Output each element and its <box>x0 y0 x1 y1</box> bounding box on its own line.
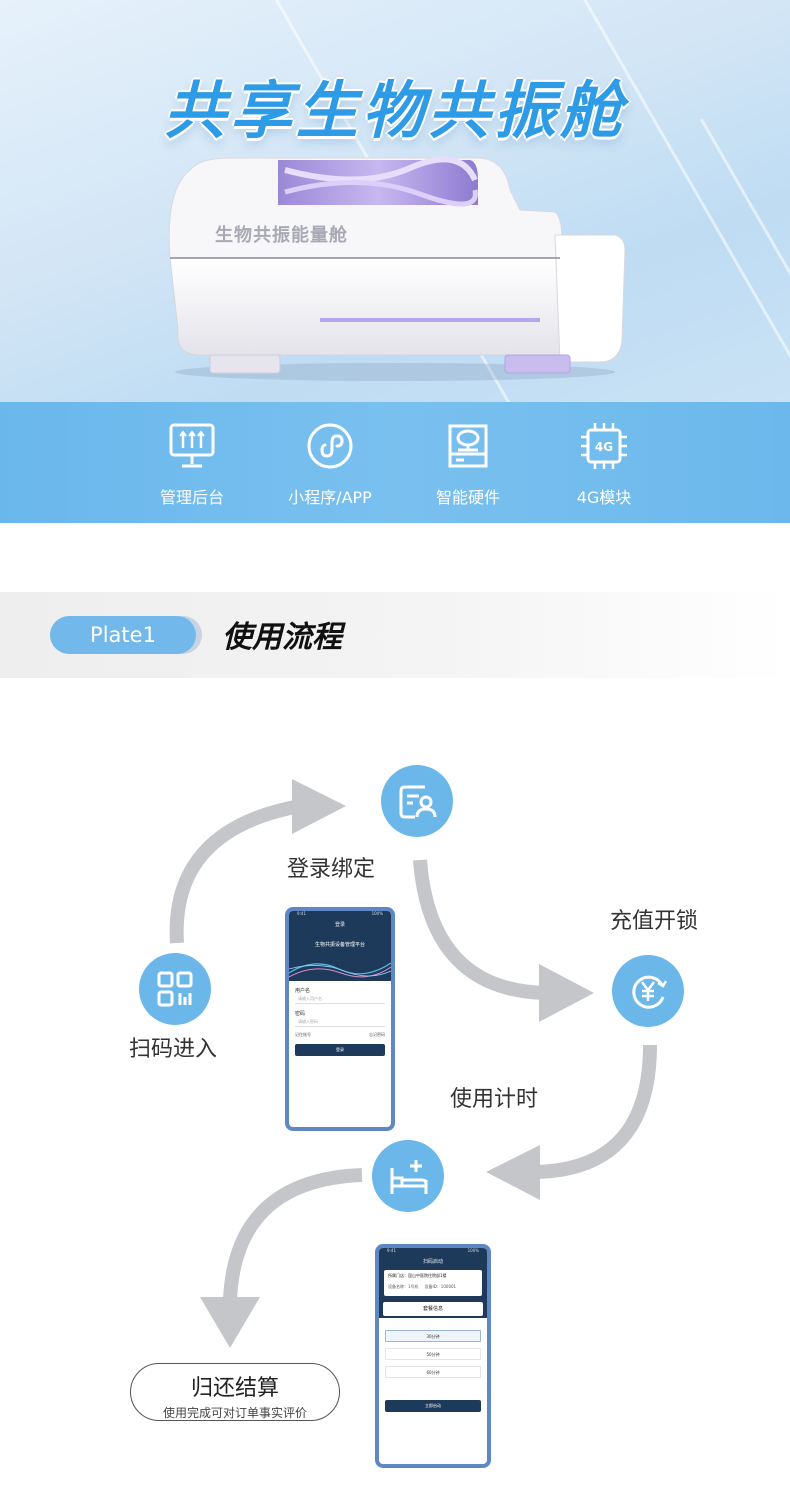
yen-coin-icon <box>632 975 668 1009</box>
device-name: 设备名称：1号机 <box>388 1284 419 1289</box>
package-option-60[interactable]: 60分钟 <box>385 1366 481 1378</box>
login-banner-title: 生物共振设备管理平台 <box>314 942 365 948</box>
step-scan-label: 扫码进入 <box>129 1037 218 1062</box>
arrow-recharge-to-timing <box>534 1044 657 1179</box>
feature-4g-module: 4G 4G模块 <box>534 420 674 508</box>
start-button[interactable]: 立即启动 <box>385 1400 481 1412</box>
package-panel: 套餐信息 30分钟 50分钟 60分钟 立即启动 <box>379 1302 487 1416</box>
arrow-login-to-recharge <box>413 859 546 1000</box>
flow-arrows <box>169 779 657 1348</box>
device-info-row: 设备名称：1号机 设备ID：100001 <box>388 1284 478 1290</box>
arrowhead-login <box>292 779 346 834</box>
section-title: 使用流程 <box>222 620 342 655</box>
user-card-icon <box>399 785 437 819</box>
mini-program-icon <box>307 423 353 469</box>
feature-label: 4G模块 <box>576 488 632 507</box>
password-input[interactable]: 请输入密码 <box>295 1017 385 1027</box>
feature-mini-program: 小程序/APP <box>260 420 400 508</box>
step-recharge-circle <box>612 955 684 1027</box>
step-timing-circle <box>372 1140 444 1212</box>
store-text: 所属门店：昆山中医院住院部1楼 <box>388 1273 447 1278</box>
status-bar: 9:41 100% <box>379 1248 487 1256</box>
status-battery: 100% <box>467 1248 479 1253</box>
return-title: 归还结算 <box>190 1376 279 1401</box>
password-label: 密码 <box>295 1011 306 1017</box>
username-input[interactable]: 请输入用户名 <box>295 994 385 1004</box>
arrow-timing-to-return <box>223 1168 363 1301</box>
arrowhead-recharge <box>539 964 594 1022</box>
plate-badge: Plate1 <box>50 616 196 654</box>
login-form: 用户名 请输入用户名 密码 请输入密码 记住账号 忘记密码 登录 <box>289 981 391 1060</box>
wave-graphic <box>289 962 391 978</box>
feature-label: 小程序/APP <box>288 488 372 507</box>
hero-banner: 共享生物共振舱 生物共振能 <box>0 0 790 523</box>
feature-smart-hardware: 智能硬件 <box>398 420 538 508</box>
feature-admin-backend: 管理后台 <box>122 420 262 508</box>
nav-title: 扫码启动 <box>422 1259 443 1265</box>
return-subtitle: 使用完成可对订单事实评价 <box>162 1406 307 1420</box>
feature-label: 智能硬件 <box>435 488 500 507</box>
arrowhead-return <box>200 1297 260 1348</box>
step-login-label: 登录绑定 <box>287 857 376 882</box>
chip-4g-text: 4G <box>595 440 613 454</box>
step-recharge-label: 充值开锁 <box>610 909 699 934</box>
bed-plus-icon <box>390 1160 428 1194</box>
forgot-password-link[interactable]: 忘记密码 <box>369 1032 385 1037</box>
login-options: 记住账号 忘记密码 <box>295 1032 385 1038</box>
nav-title: 登录 <box>334 922 345 928</box>
username-label: 用户名 <box>295 988 311 994</box>
login-header: 9:41 100% 登录 生物共振设备管理平台 <box>289 911 391 981</box>
device-info-card: 所属门店：昆山中医院住院部1楼 设备名称：1号机 设备ID：100001 <box>384 1270 482 1296</box>
return-settle-box: 归还结算 使用完成可对订单事实评价 <box>130 1363 340 1421</box>
device-label: 生物共振能量舱 <box>215 225 348 246</box>
feature-bar: 管理后台 小程序/APP 智能硬件 <box>0 402 790 523</box>
status-time: 9:41 <box>297 911 306 916</box>
step-timing-label: 使用计时 <box>450 1087 539 1112</box>
qr-code-icon <box>157 971 193 1007</box>
hardware-icon <box>448 424 488 468</box>
remember-checkbox[interactable]: 记住账号 <box>295 1032 311 1037</box>
monitor-icon <box>169 423 215 468</box>
package-title: 套餐信息 <box>383 1302 483 1316</box>
step-login-circle <box>381 765 453 837</box>
feature-label: 管理后台 <box>159 488 224 507</box>
device-id: 设备ID：100001 <box>424 1284 457 1289</box>
step-scan-circle <box>139 953 211 1025</box>
package-option-50[interactable]: 50分钟 <box>385 1348 481 1360</box>
status-time: 9:41 <box>387 1248 396 1253</box>
status-bar: 9:41 100% <box>289 911 391 919</box>
hero-title: 共享生物共振舱 <box>163 74 626 147</box>
arrowhead-timing <box>486 1145 540 1200</box>
arrow-scan-to-login <box>169 799 302 944</box>
status-battery: 100% <box>371 911 383 916</box>
phone-start-screen: 9:41 100% 扫码启动 所属门店：昆山中医院住院部1楼 设备名称：1号机 … <box>375 1244 491 1468</box>
resonance-pod-image <box>168 156 626 381</box>
chip-4g-icon: 4G <box>581 423 627 469</box>
phone-login-screen: 9:41 100% 登录 生物共振设备管理平台 用户名 请输入用户名 密码 请输… <box>285 907 395 1131</box>
login-button[interactable]: 登录 <box>295 1044 385 1056</box>
package-option-30[interactable]: 30分钟 <box>385 1330 481 1342</box>
